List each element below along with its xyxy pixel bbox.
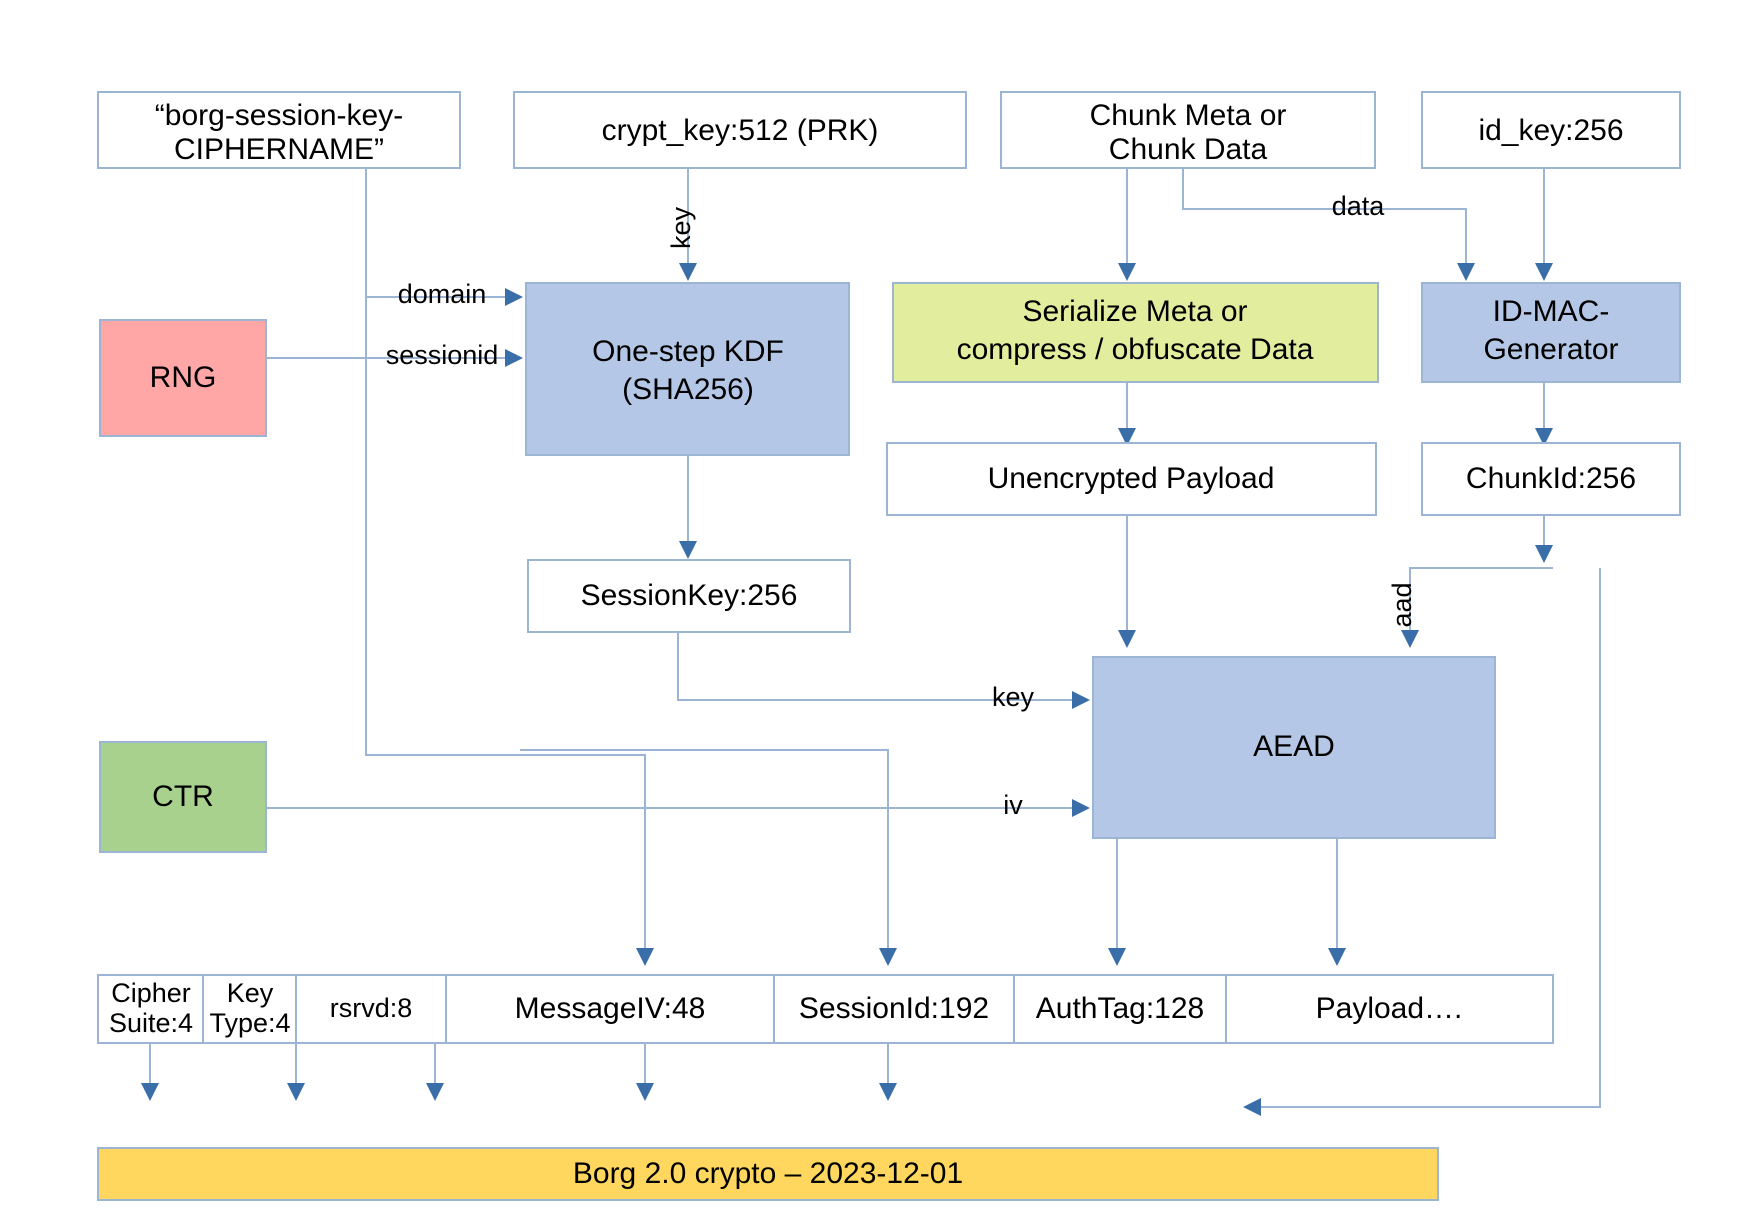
node-serialize-rect[interactable] [892, 282, 1379, 383]
footer-title-label: Borg 2.0 crypto – 2023-12-01 [573, 1157, 963, 1190]
node-domain-const-line1: “borg-session-key- [155, 99, 403, 132]
packet-field-key-type-line2: Type:4 [209, 1008, 290, 1038]
footer-title-bar: Borg 2.0 crypto – 2023-12-01 [97, 1147, 1439, 1201]
node-unencrypted-payload-rect[interactable] [886, 442, 1377, 516]
node-crypt-key-rect[interactable] [513, 91, 967, 169]
node-session-key-rect[interactable] [527, 559, 851, 633]
node-session-key-label: SessionKey:256 [581, 579, 798, 612]
edge-label-data: data [1332, 191, 1386, 221]
packet-field-message-iv-rect[interactable] [445, 974, 775, 1044]
node-id-key[interactable]: id_key:256 [1421, 91, 1681, 169]
packet-field-key-type[interactable]: Key Type:4 [202, 974, 297, 1044]
node-kdf-line1: One-step KDF [592, 335, 784, 368]
node-kdf-rect[interactable] [525, 282, 850, 456]
node-kdf[interactable]: One-step KDF (SHA256) [525, 282, 850, 456]
node-rng-rect[interactable] [99, 319, 267, 437]
edge-label-aad: aad [1387, 582, 1417, 627]
packet-field-message-iv-label: MessageIV:48 [515, 992, 706, 1025]
node-unencrypted-payload[interactable]: Unencrypted Payload [886, 442, 1377, 516]
edge-sessionkey-to-aead-key [677, 610, 1090, 709]
packet-field-cipher-suite[interactable]: Cipher Suite:4 [97, 974, 204, 1044]
node-chunk-id[interactable]: ChunkId:256 [1421, 442, 1681, 516]
edge-label-domain: domain [398, 279, 487, 309]
edge-label-key-to-kdf: key [666, 206, 696, 249]
packet-field-cipher-suite-line2: Suite:4 [109, 1008, 193, 1038]
node-aead-label: AEAD [1253, 730, 1335, 763]
packet-field-payload[interactable]: Payload…. [1225, 974, 1554, 1044]
node-ctr-label: CTR [152, 780, 214, 813]
packet-field-cipher-suite-line1: Cipher [111, 978, 191, 1008]
node-domain-const-rect[interactable] [97, 91, 461, 169]
node-id-key-rect[interactable] [1421, 91, 1681, 169]
node-serialize-line1: Serialize Meta or [1022, 295, 1247, 328]
packet-field-payload-label: Payload…. [1316, 992, 1463, 1025]
edge-layer [141, 168, 1601, 1116]
node-unencrypted-payload-label: Unencrypted Payload [988, 462, 1275, 495]
node-aead[interactable]: AEAD [1092, 656, 1496, 839]
node-domain-const-line2: CIPHERNAME” [174, 133, 384, 166]
packet-field-rsrvd-rect[interactable] [295, 974, 447, 1044]
node-crypt-key[interactable]: crypt_key:512 (PRK) [513, 91, 967, 169]
edge-ctr-branch-to-sessionid [520, 749, 897, 966]
node-idmac-rect[interactable] [1421, 282, 1681, 383]
footer-title-bar-rect [97, 1147, 1439, 1201]
node-crypt-key-label: crypt_key:512 (PRK) [602, 114, 879, 147]
packet-field-auth-tag-label: AuthTag:128 [1036, 992, 1204, 1025]
edge-chunkinput-to-idmac-data [1182, 168, 1475, 281]
packet-field-session-id[interactable]: SessionId:192 [773, 974, 1015, 1044]
node-chunk-input-rect[interactable] [1000, 91, 1376, 169]
packet-field-auth-tag[interactable]: AuthTag:128 [1013, 974, 1227, 1044]
node-rng[interactable]: RNG [99, 319, 267, 437]
edge-label-iv: iv [1003, 790, 1023, 820]
packet-field-session-id-label: SessionId:192 [799, 992, 989, 1025]
node-idmac[interactable]: ID-MAC- Generator [1421, 282, 1681, 383]
edge-label-key-to-aead: key [992, 682, 1035, 712]
packet-field-key-type-rect[interactable] [202, 974, 297, 1044]
node-serialize[interactable]: Serialize Meta or compress / obfuscate D… [892, 282, 1379, 383]
edge-rng-to-messageiv [365, 297, 654, 966]
node-serialize-line2: compress / obfuscate Data [957, 333, 1314, 366]
node-chunk-id-label: ChunkId:256 [1466, 462, 1636, 495]
packet-field-payload-rect[interactable] [1225, 974, 1554, 1044]
packet-field-key-type-line1: Key [227, 978, 274, 1008]
node-chunk-input-line2: Chunk Data [1109, 133, 1268, 166]
node-chunk-id-rect[interactable] [1421, 442, 1681, 516]
node-idmac-line1: ID-MAC- [1493, 295, 1610, 328]
node-idmac-line2: Generator [1483, 333, 1618, 366]
node-kdf-line2: (SHA256) [622, 373, 754, 406]
node-id-key-label: id_key:256 [1478, 114, 1623, 147]
packet-field-auth-tag-rect[interactable] [1013, 974, 1227, 1044]
packet-field-message-iv[interactable]: MessageIV:48 [445, 974, 775, 1044]
packet-field-rsrvd[interactable]: rsrvd:8 [295, 974, 447, 1044]
node-ctr[interactable]: CTR [99, 741, 267, 853]
node-aead-rect[interactable] [1092, 656, 1496, 839]
node-rng-label: RNG [150, 361, 217, 394]
packet-field-cipher-suite-rect[interactable] [97, 974, 204, 1044]
node-chunk-input-line1: Chunk Meta or [1090, 99, 1287, 132]
edge-label-layer: key domain sessionid data key iv aad [386, 191, 1417, 820]
packet-layout-row: Cipher Suite:4 Key Type:4 rsrvd:8 Messag… [97, 974, 1554, 1044]
node-ctr-rect[interactable] [99, 741, 267, 853]
edge-aad-to-aead [1401, 567, 1553, 648]
packet-field-rsrvd-label: rsrvd:8 [330, 993, 413, 1023]
node-domain-const[interactable]: “borg-session-key- CIPHERNAME” [97, 91, 461, 169]
edge-label-sessionid: sessionid [386, 340, 499, 370]
edge-right-return-rail [1243, 568, 1601, 1116]
node-session-key[interactable]: SessionKey:256 [527, 559, 851, 633]
packet-field-session-id-rect[interactable] [773, 974, 1015, 1044]
node-chunk-input[interactable]: Chunk Meta or Chunk Data [1000, 91, 1376, 169]
